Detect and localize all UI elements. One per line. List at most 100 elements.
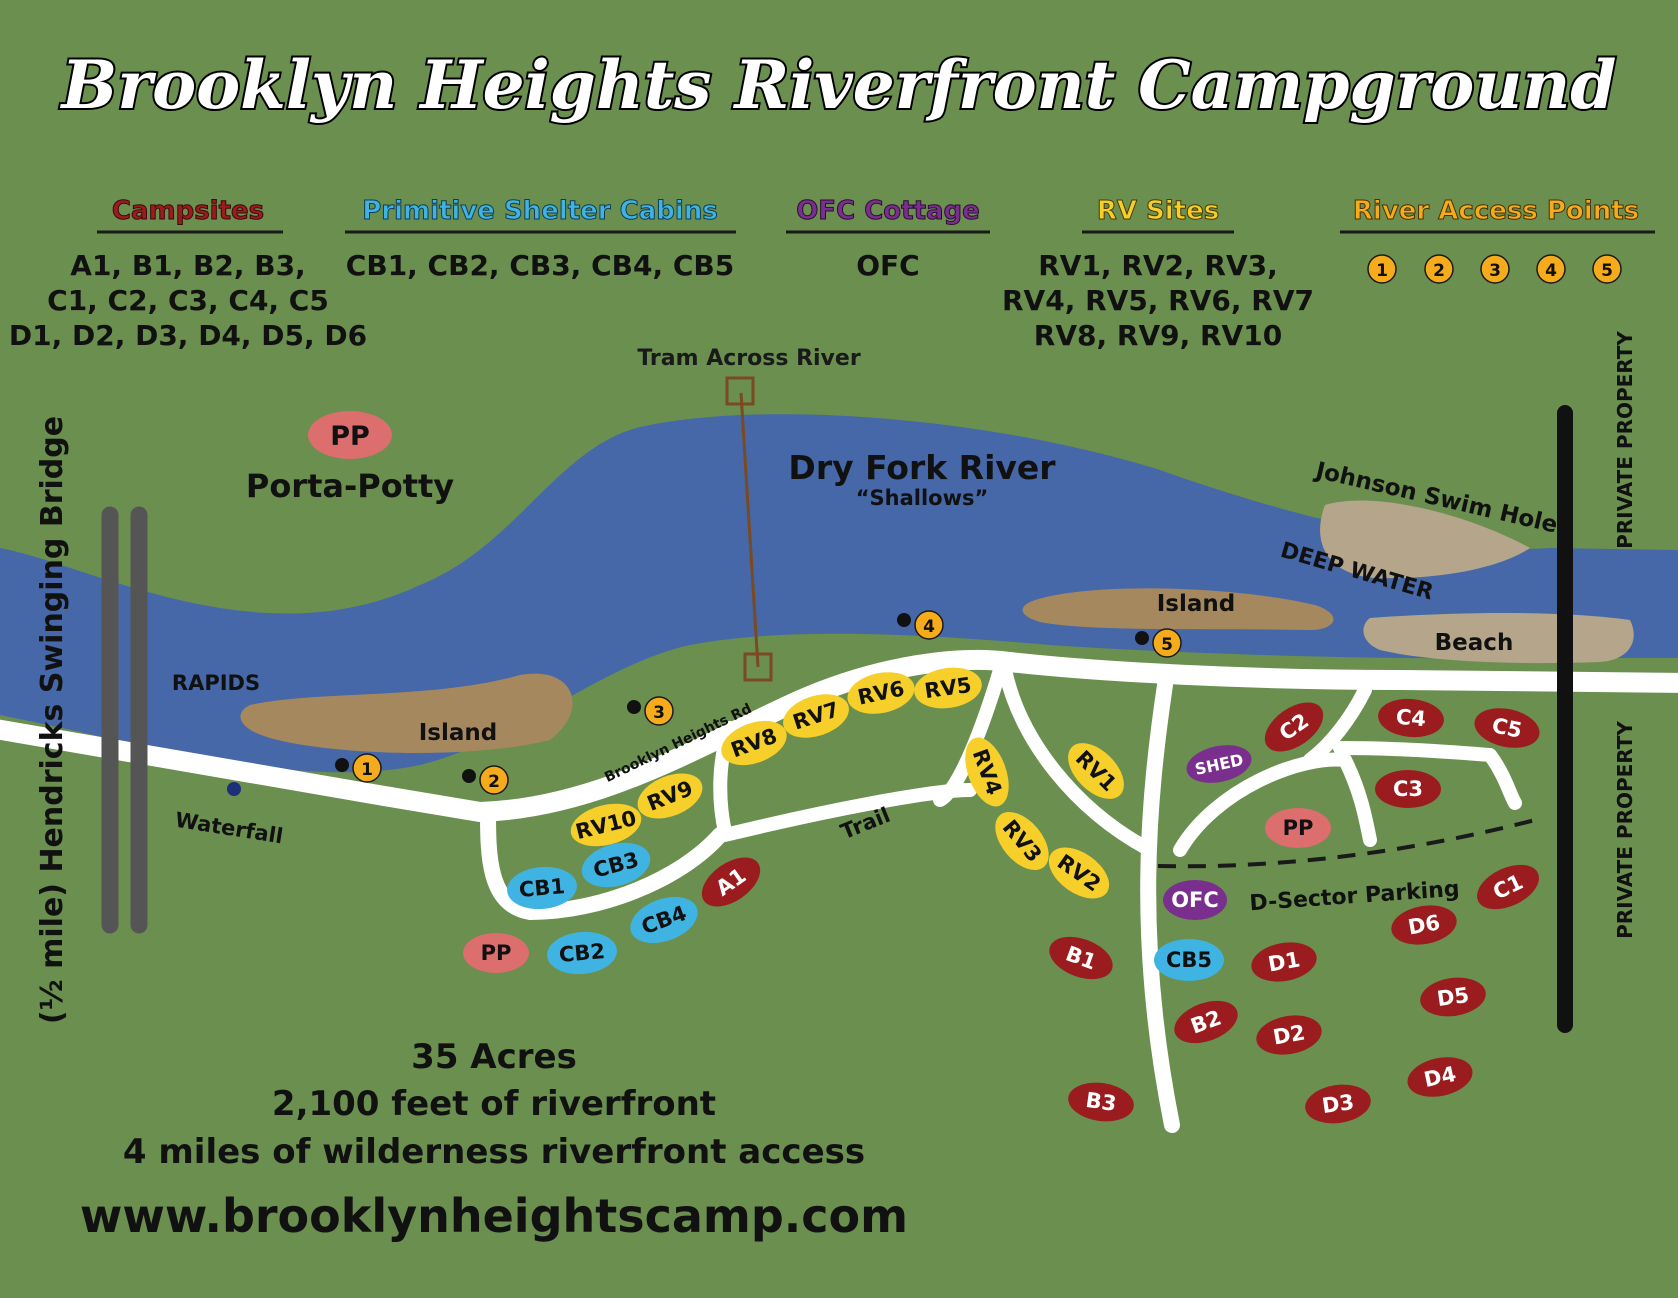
- svg-text:2: 2: [1433, 261, 1445, 281]
- legend: Campsites A1, B1, B2, B3, C1, C2, C3, C4…: [9, 196, 1655, 352]
- legend-access-point: 4: [1536, 254, 1566, 284]
- ofc-cottage[interactable]: OFC: [1163, 880, 1227, 920]
- river-access-1[interactable]: 1: [335, 753, 382, 783]
- site-c1[interactable]: C1: [1470, 856, 1546, 918]
- site-c5[interactable]: C5: [1471, 703, 1543, 754]
- cabin-cb4[interactable]: CB4: [624, 888, 704, 951]
- pp-legend-marker: [308, 411, 392, 459]
- svg-text:D2: D2: [1271, 1020, 1307, 1049]
- site-d2[interactable]: D2: [1253, 1011, 1325, 1060]
- c-east-road: [1333, 741, 1522, 810]
- river: [0, 414, 1678, 773]
- svg-text:B3: B3: [1084, 1088, 1118, 1116]
- svg-text:D5: D5: [1435, 983, 1470, 1011]
- cabin-cb3[interactable]: CB3: [577, 836, 655, 895]
- private-property-top-label: PRIVATE PROPERTY: [1613, 331, 1637, 549]
- site-a1[interactable]: A1: [693, 848, 769, 917]
- legend-access-point: 1: [1367, 254, 1397, 284]
- svg-text:C4: C4: [1395, 705, 1427, 732]
- brooklyn-heights-road: [0, 649, 1678, 822]
- cabin-loop-road: [480, 802, 728, 920]
- svg-text:CB5: CB5: [1166, 948, 1212, 972]
- site-d1[interactable]: D1: [1248, 938, 1320, 987]
- island-west: [240, 673, 573, 753]
- island-east-label: Island: [1157, 591, 1236, 617]
- svg-text:5: 5: [1161, 635, 1173, 655]
- pp-legend-label: PP: [330, 421, 370, 452]
- legend-cabins-heading: Primitive Shelter Cabins: [362, 196, 718, 226]
- legend-access-point: 5: [1592, 254, 1622, 284]
- site-d6[interactable]: D6: [1388, 901, 1460, 950]
- legend-rv-line: RV8, RV9, RV10: [1034, 319, 1282, 352]
- fact-wilderness: 4 miles of wilderness riverfront access: [123, 1132, 865, 1172]
- tram-line: [739, 392, 760, 668]
- svg-text:OFC: OFC: [1171, 888, 1219, 912]
- svg-text:3: 3: [1489, 261, 1501, 281]
- svg-text:3: 3: [653, 703, 665, 723]
- legend-cottage-line: OFC: [856, 249, 919, 282]
- rv1-road: [998, 663, 1157, 857]
- river-access-4[interactable]: 4: [897, 610, 944, 640]
- c-loop-road: [1173, 752, 1377, 857]
- porta-potty-2[interactable]: PP: [463, 933, 529, 973]
- c-spur-road: [1303, 683, 1372, 767]
- svg-text:CB2: CB2: [558, 939, 606, 967]
- tram-tower-north: [725, 376, 755, 406]
- shed[interactable]: SHED: [1183, 740, 1255, 789]
- river-access-2[interactable]: 2: [462, 765, 509, 795]
- page-title: Brooklyn Heights Riverfront Campground: [60, 46, 1617, 124]
- svg-text:D6: D6: [1406, 910, 1442, 939]
- svg-text:PP: PP: [1283, 816, 1314, 840]
- legend-access-point: 3: [1480, 254, 1510, 284]
- legend-campsites-heading: Campsites: [112, 196, 264, 226]
- cabin-cb2[interactable]: CB2: [545, 929, 618, 977]
- svg-text:1: 1: [361, 760, 373, 780]
- site-d4[interactable]: D4: [1404, 1052, 1476, 1103]
- svg-text:1: 1: [1376, 261, 1388, 281]
- site-rv8[interactable]: RV8: [715, 713, 793, 774]
- island-west-label: Island: [419, 720, 498, 746]
- svg-text:C3: C3: [1393, 777, 1423, 801]
- legend-campsites-line: C1, C2, C3, C4, C5: [47, 284, 329, 317]
- river-name: Dry Fork River: [788, 448, 1056, 487]
- private-property-bottom-label: PRIVATE PROPERTY: [1613, 721, 1637, 939]
- beach-label: Beach: [1435, 630, 1514, 656]
- legend-rv-line: RV4, RV5, RV6, RV7: [1002, 284, 1314, 317]
- svg-text:5: 5: [1601, 261, 1613, 281]
- site-b1[interactable]: B1: [1043, 929, 1118, 987]
- site-rv6[interactable]: RV6: [844, 666, 919, 719]
- cabin-cb5[interactable]: CB5: [1154, 939, 1224, 981]
- svg-text:D1: D1: [1266, 947, 1302, 976]
- island-east: [1022, 588, 1334, 630]
- site-c2[interactable]: C2: [1256, 693, 1332, 762]
- site-rv5[interactable]: RV5: [912, 663, 985, 712]
- svg-text:2: 2: [488, 772, 500, 792]
- legend-cottage-heading: OFC Cottage: [796, 196, 980, 226]
- porta-potty-1[interactable]: PP: [1265, 808, 1331, 848]
- bridge-label: (½ mile) Hendricks Swinging Bridge: [35, 416, 70, 1024]
- svg-text:D3: D3: [1320, 1090, 1355, 1118]
- legend-cabins-line: CB1, CB2, CB3, CB4, CB5: [346, 249, 734, 282]
- site-b2[interactable]: B2: [1168, 993, 1243, 1051]
- river-subtitle: “Shallows”: [856, 486, 989, 510]
- main-south-road: [1140, 677, 1180, 1133]
- river-access-5[interactable]: 5: [1135, 628, 1182, 658]
- fact-acres: 35 Acres: [411, 1037, 577, 1077]
- site-b3[interactable]: B3: [1066, 1079, 1137, 1126]
- website-link[interactable]: www.brooklynheightscamp.com: [80, 1189, 908, 1243]
- site-c4[interactable]: C4: [1376, 696, 1445, 740]
- site-c3[interactable]: C3: [1375, 770, 1441, 808]
- tram-tower-south: [743, 652, 773, 682]
- site-d3[interactable]: D3: [1303, 1081, 1374, 1128]
- site-rv7[interactable]: RV7: [777, 686, 854, 745]
- site-d5[interactable]: D5: [1418, 974, 1489, 1021]
- porta-potty-label: Porta-Potty: [246, 467, 454, 505]
- cabin-cb1[interactable]: CB1: [505, 864, 578, 912]
- legend-access-point: 2: [1424, 254, 1454, 284]
- fact-riverfront: 2,100 feet of riverfront: [272, 1084, 716, 1124]
- road-network: [0, 649, 1678, 1133]
- waterfall-marker: [227, 782, 241, 796]
- river-access-3[interactable]: 3: [627, 696, 674, 726]
- rapids-label: RAPIDS: [172, 671, 260, 695]
